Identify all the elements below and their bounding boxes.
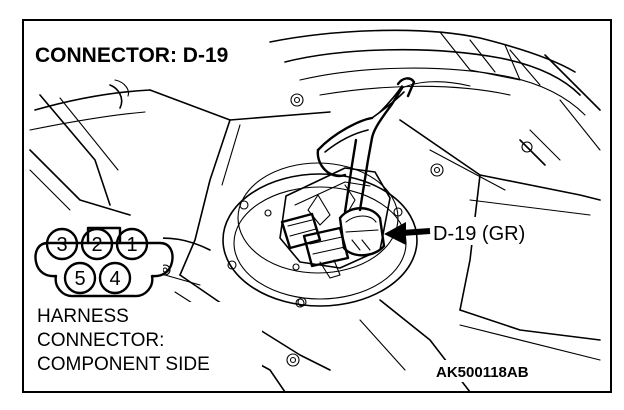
pin-5-circle [63, 261, 97, 295]
connector-callout-label: D-19 (GR) [433, 223, 525, 245]
callout-backdrop [431, 217, 559, 245]
caption-line-1: HARNESS [37, 306, 129, 327]
caption-line-3: COMPONENT SIDE [37, 354, 210, 375]
harness-connector-face: 3 2 1 5 4 [28, 222, 174, 300]
caption-line-2: CONNECTOR: [37, 330, 164, 351]
pin-4-circle [98, 261, 132, 295]
pin-number-3: 3 [56, 234, 67, 256]
figure-code: AK500118AB [436, 364, 529, 381]
pin-number-5: 5 [74, 268, 85, 290]
title-backdrop [30, 40, 266, 66]
pump-assembly-illustration [222, 77, 471, 307]
diagram-title: CONNECTOR: D-19 [35, 44, 228, 67]
vehicle-body-illustration [29, 29, 601, 393]
pin-number-1: 1 [126, 234, 137, 256]
caption-backdrop [30, 302, 262, 380]
pin-number-2: 2 [91, 234, 102, 256]
pin-3-circle [45, 227, 79, 261]
pin-number-4: 4 [109, 268, 120, 290]
pin-1-circle [115, 227, 149, 261]
figure-code-backdrop [434, 360, 552, 382]
callout-arrow [384, 222, 431, 245]
pin-2-circle [80, 227, 114, 261]
